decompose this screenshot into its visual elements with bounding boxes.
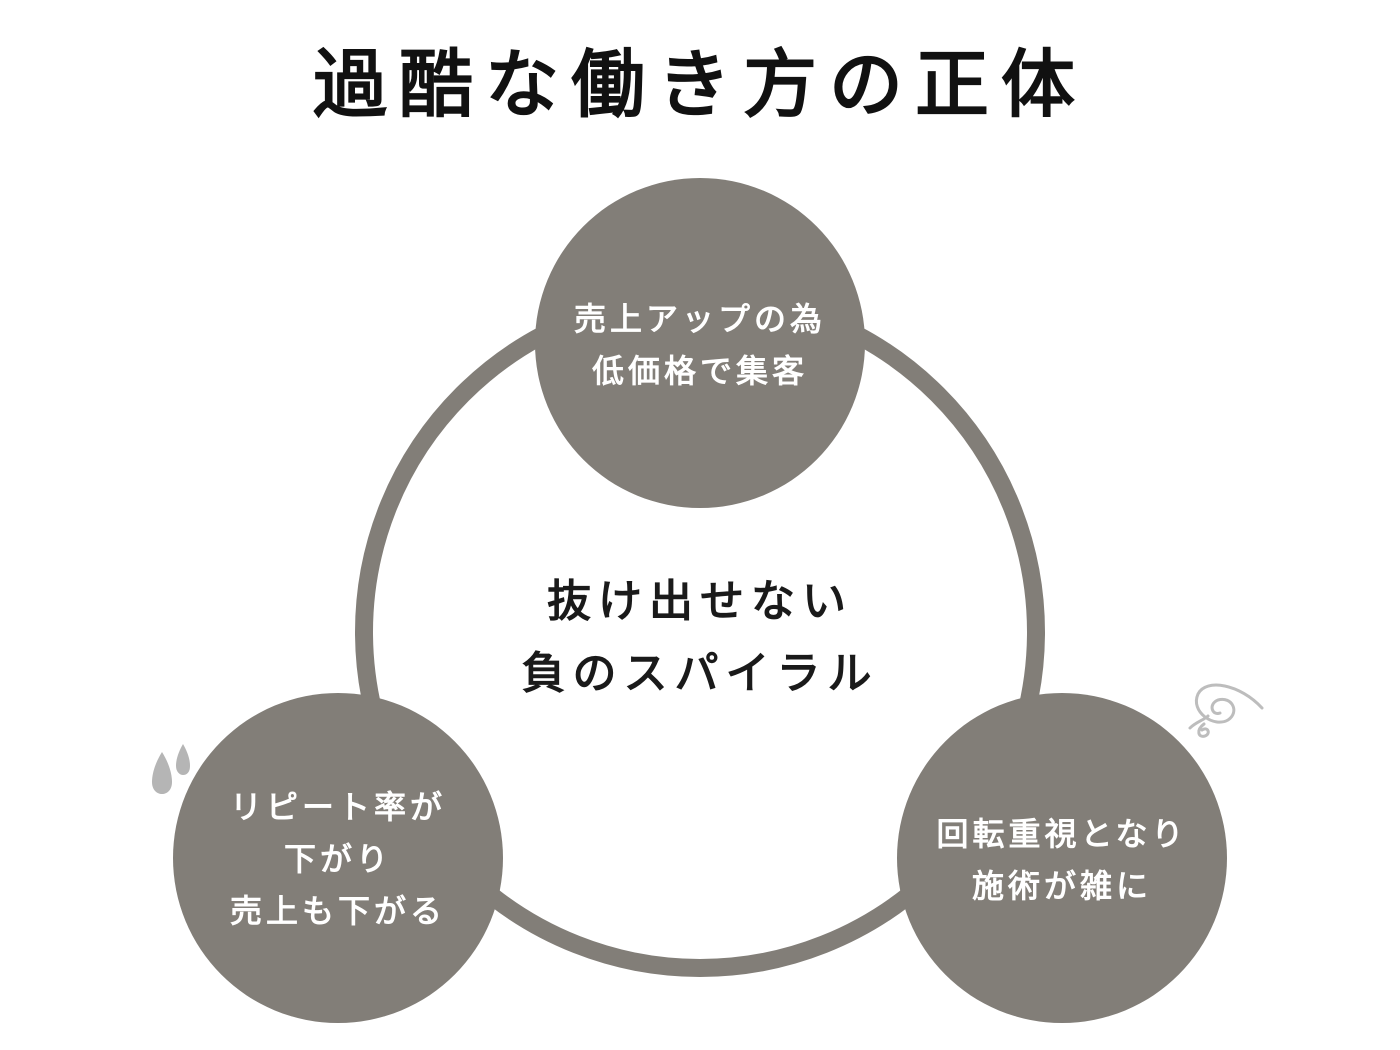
dizzy-swirl-icon xyxy=(1188,683,1264,738)
node-low-price-line-1: 売上アップの為 xyxy=(574,300,826,338)
node-repeat-drop-line-3: 売上も下がる xyxy=(230,892,446,930)
node-low-price: 売上アップの為 低価格で集客 xyxy=(535,178,865,508)
center-label-line-1: 抜け出せない xyxy=(547,576,853,627)
node-repeat-drop: リピート率が 下がり 売上も下がる xyxy=(173,693,503,1023)
page-title: 過酷な働き方の正体 xyxy=(313,42,1087,128)
node-rough-treatment-circle xyxy=(897,693,1227,1023)
node-low-price-circle xyxy=(535,178,865,508)
node-repeat-drop-line-2: 下がり xyxy=(284,840,392,878)
node-low-price-line-2: 低価格で集客 xyxy=(592,352,808,390)
node-rough-treatment-line-2: 施術が雑に xyxy=(972,867,1152,905)
sweat-drops-icon xyxy=(152,744,190,794)
node-rough-treatment-line-1: 回転重視となり xyxy=(936,815,1187,853)
node-repeat-drop-line-1: リピート率が xyxy=(230,788,446,826)
center-label: 抜け出せない 負のスパイラル xyxy=(522,576,879,699)
node-rough-treatment: 回転重視となり 施術が雑に xyxy=(897,693,1227,1023)
center-label-line-2: 負のスパイラル xyxy=(522,648,879,699)
node-repeat-drop-circle xyxy=(173,693,503,1023)
